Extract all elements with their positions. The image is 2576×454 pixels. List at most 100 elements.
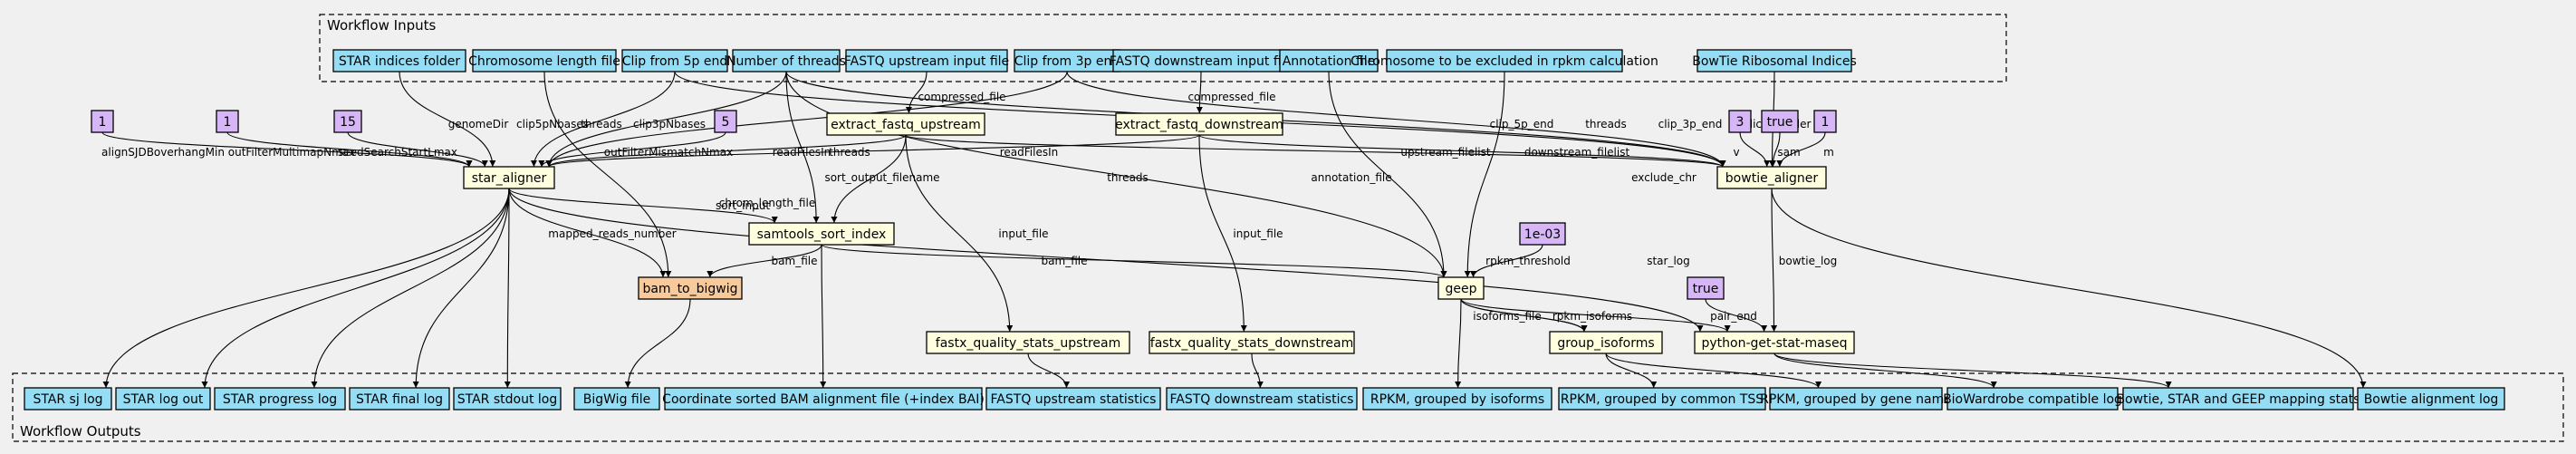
step-node-fastx-quality-stats-upstream[interactable]: fastx_quality_stats_upstream — [926, 331, 1130, 354]
output-node-fastq-upstream-statistics[interactable]: FASTQ upstream statistics — [985, 387, 1161, 411]
edge-s7-o11-51 — [1605, 353, 1822, 389]
input-node-chromosome-length-file[interactable]: Chromosome length file — [468, 49, 620, 72]
param-node-1[interactable]: 1 — [216, 110, 239, 133]
output-node-label: BioWardrobe compatible log — [1943, 392, 2122, 407]
step-node-star-aligner[interactable]: star_aligner — [463, 166, 555, 189]
edge-s2-o3-43 — [412, 188, 510, 389]
edge-p7-s6-35 — [1470, 244, 1543, 278]
edge-label-28: mapped_reads_number — [548, 227, 676, 240]
param-node-5[interactable]: true — [1761, 110, 1799, 133]
param-node-7[interactable]: 1e-03 — [1519, 222, 1566, 246]
input-node-label: Annotation file — [1283, 54, 1376, 69]
param-node-box — [216, 110, 239, 133]
edge-label-25: exclude_chr — [1631, 171, 1697, 184]
edge-s3-s8-34 — [1771, 188, 1778, 333]
output-node-bigwig-file[interactable]: BigWig file — [573, 387, 660, 411]
output-node-star-progress-log[interactable]: STAR progress log — [214, 387, 346, 411]
input-node-box — [845, 49, 1008, 72]
output-node-bowtie-star-and-geep-mapping-stats[interactable]: Bowtie, STAR and GEEP mapping stats — [2116, 387, 2360, 411]
input-node-clip-from-5p-end[interactable]: Clip from 5p end — [621, 49, 728, 72]
step-node-box — [1437, 276, 1485, 300]
output-node-star-stdout-log[interactable]: STAR stdout log — [453, 387, 562, 411]
step-node-geep[interactable]: geep — [1437, 276, 1485, 300]
param-node-label: 15 — [340, 115, 356, 130]
param-node-label: true — [1767, 115, 1793, 130]
edge-label-19: upstream_filelist — [1400, 146, 1490, 159]
edge-p1-s2-7 — [226, 131, 473, 168]
output-node-rpkm-grouped-by-isoforms[interactable]: RPKM, grouped by isoforms — [1362, 387, 1552, 411]
param-node-0[interactable]: 1 — [91, 110, 114, 133]
edge-s0-s3-19 — [905, 134, 1726, 168]
output-node-star-sj-log[interactable]: STAR sj log — [24, 387, 112, 411]
param-node-4[interactable]: 3 — [1728, 110, 1752, 133]
output-node-biowardrobe-compatible-log[interactable]: BioWardrobe compatible log — [1943, 387, 2122, 411]
step-node-box — [1716, 166, 1827, 189]
output-node-box — [1558, 387, 1766, 411]
input-node-chromosome-to-be-excluded-in-rpkm-calculation[interactable]: Chromosome to be excluded in rpkm calcul… — [1350, 49, 1658, 72]
output-node-box — [985, 387, 1161, 411]
input-node-fastq-upstream-input-file[interactable]: FASTQ upstream input file — [844, 49, 1009, 72]
edge-s9-o7-47 — [1027, 353, 1070, 389]
step-node-box — [1115, 112, 1283, 136]
edge-p0-s2-6 — [101, 131, 473, 168]
inputs-cluster-title: Workflow Inputs — [327, 17, 436, 34]
input-node-annotation-file[interactable]: Annotation file — [1279, 49, 1379, 72]
input-node-label: FASTQ downstream input file — [1110, 54, 1293, 69]
step-node-extract-fastq-downstream[interactable]: extract_fastq_downstream — [1115, 112, 1283, 136]
edge-s8-o13-53 — [1773, 353, 2172, 389]
edge-label-31: input_file — [998, 227, 1048, 240]
input-node-label: Chromosome to be excluded in rpkm calcul… — [1350, 54, 1658, 69]
param-node-6[interactable]: 1 — [1813, 110, 1837, 133]
step-node-bowtie-aligner[interactable]: bowtie_aligner — [1716, 166, 1827, 189]
output-node-box — [214, 387, 346, 411]
input-node-label: BowTie Ribosomal Indices — [1692, 54, 1857, 69]
step-node-python-get-stat-maseq[interactable]: python-get-stat-maseq — [1694, 331, 1855, 354]
step-node-label: fastx_quality_stats_downstream — [1150, 336, 1353, 351]
edge-label-6: alignSJDBoverhangMin — [101, 146, 225, 159]
edge-in3-s6-14 — [785, 71, 1447, 278]
edge-in1-s5-12 — [543, 71, 672, 278]
step-node-group-isoforms[interactable]: group_isoforms — [1549, 331, 1663, 354]
edge-in0-s2-2 — [399, 71, 496, 168]
input-node-clip-from-3p-end[interactable]: Clip from 3p end — [1014, 49, 1120, 72]
edge-label-12: chrom_length_file — [719, 197, 815, 209]
step-node-label: python-get-stat-maseq — [1702, 336, 1848, 351]
output-node-rpkm-grouped-by-common-tss[interactable]: RPKM, grouped by common TSS — [1558, 387, 1766, 411]
input-node-number-of-threads[interactable]: Number of threads — [726, 49, 846, 72]
output-node-bowtie-alignment-log[interactable]: Bowtie alignment log — [2357, 387, 2505, 411]
param-node-8[interactable]: true — [1687, 276, 1725, 300]
param-node-3[interactable]: 5 — [714, 110, 737, 133]
edge-s6-o9-49 — [1455, 298, 1462, 389]
step-node-label: group_isoforms — [1557, 336, 1654, 351]
edge-s0-s9-31 — [905, 134, 1014, 333]
output-node-star-log-out[interactable]: STAR log out — [115, 387, 211, 411]
output-node-label: FASTQ upstream statistics — [991, 392, 1157, 407]
param-node-box — [333, 110, 362, 133]
edge-s2-o2-42 — [311, 188, 510, 389]
edge-label-17: clip_3p_end — [1658, 118, 1723, 130]
input-node-fastq-downstream-input-file[interactable]: FASTQ downstream input file — [1110, 49, 1293, 72]
step-node-extract-fastq-upstream[interactable]: extract_fastq_upstream — [826, 112, 985, 136]
edge-s4-s5-29 — [706, 244, 822, 278]
edge-label-35: rpkm_threshold — [1485, 255, 1571, 267]
edge-label-14: threads — [1107, 171, 1149, 184]
output-node-star-final-log[interactable]: STAR final log — [349, 387, 450, 411]
input-node-bowtie-ribosomal-indices[interactable]: BowTie Ribosomal Indices — [1692, 49, 1857, 72]
output-node-label: STAR log out — [123, 392, 204, 407]
output-node-label: BigWig file — [583, 392, 650, 407]
output-node-fastq-downstream-statistics[interactable]: FASTQ downstream statistics — [1166, 387, 1358, 411]
edge-s3-o14-54 — [1771, 188, 2367, 389]
input-node-star-indices-folder[interactable]: STAR indices folder — [332, 49, 466, 72]
edge-s4-s6-30 — [821, 244, 1447, 278]
param-node-box — [1813, 110, 1837, 133]
step-node-label: fastx_quality_stats_upstream — [936, 336, 1120, 351]
edge-s2-s4-26 — [508, 188, 778, 224]
output-node-coordinate-sorted-bam-alignment-file-index-bai[interactable]: Coordinate sorted BAM alignment file (+i… — [662, 387, 985, 411]
step-node-bam-to-bigwig[interactable]: bam_to_bigwig — [638, 276, 743, 300]
output-node-box — [2357, 387, 2505, 411]
param-node-2[interactable]: 15 — [333, 110, 362, 133]
edge-s8-o12-52 — [1773, 353, 1997, 389]
step-node-fastx-quality-stats-downstream[interactable]: fastx_quality_stats_downstream — [1149, 331, 1355, 354]
step-node-samtools-sort-index[interactable]: samtools_sort_index — [748, 222, 895, 246]
output-node-rpkm-grouped-by-gene-name[interactable]: RPKM, grouped by gene name — [1760, 387, 1952, 411]
